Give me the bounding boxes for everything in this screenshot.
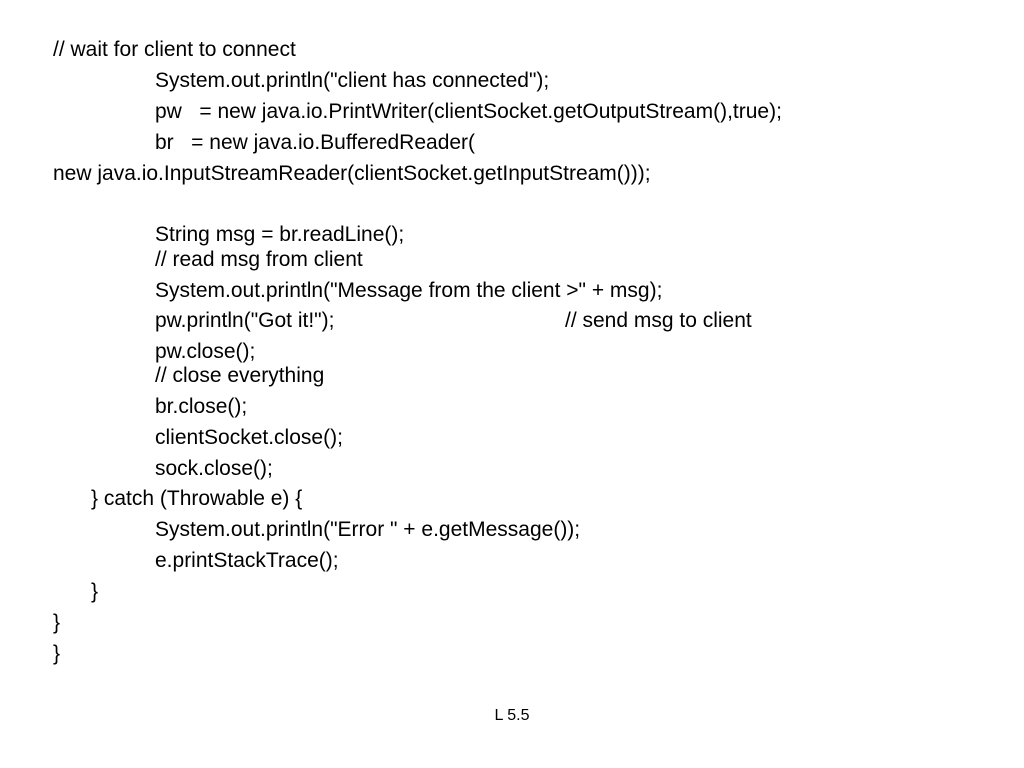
code-line-close-brace-catch: } <box>91 580 99 603</box>
code-line-printwriter: pw = new java.io.PrintWriter(clientSocke… <box>155 100 782 123</box>
code-line-comment-wait: // wait for client to connect <box>53 38 296 61</box>
code-comment-send: // send msg to client <box>565 309 752 332</box>
code-line-close-brace-method: } <box>53 611 61 634</box>
code-line-comment-close: // close everything <box>155 364 325 387</box>
code-line-close-brace-class: } <box>53 642 61 665</box>
code-line-readline: String msg = br.readLine(); <box>155 223 405 246</box>
code-line-pw-println: pw.println("Got it!"); <box>155 309 335 332</box>
code-line-comment-read: // read msg from client <box>155 248 363 271</box>
code-line-inputstreamreader: new java.io.InputStreamReader(clientSock… <box>53 162 651 185</box>
code-line-catch: } catch (Throwable e) { <box>91 487 303 510</box>
code-line-sock-close: sock.close(); <box>155 457 273 480</box>
code-line-clientsocket-close: clientSocket.close(); <box>155 426 343 449</box>
slide-number-label: L 5.5 <box>494 707 530 724</box>
code-line-println-message: System.out.println("Message from the cli… <box>155 279 663 302</box>
code-line-pw-close: pw.close(); <box>155 340 256 363</box>
code-line-bufferedreader: br = new java.io.BufferedReader( <box>155 131 476 154</box>
code-line-printstacktrace: e.printStackTrace(); <box>155 549 339 572</box>
code-line-println-error: System.out.println("Error " + e.getMessa… <box>155 518 581 541</box>
code-line-br-close: br.close(); <box>155 395 248 418</box>
code-line-println-connected: System.out.println("client has connected… <box>155 69 550 92</box>
